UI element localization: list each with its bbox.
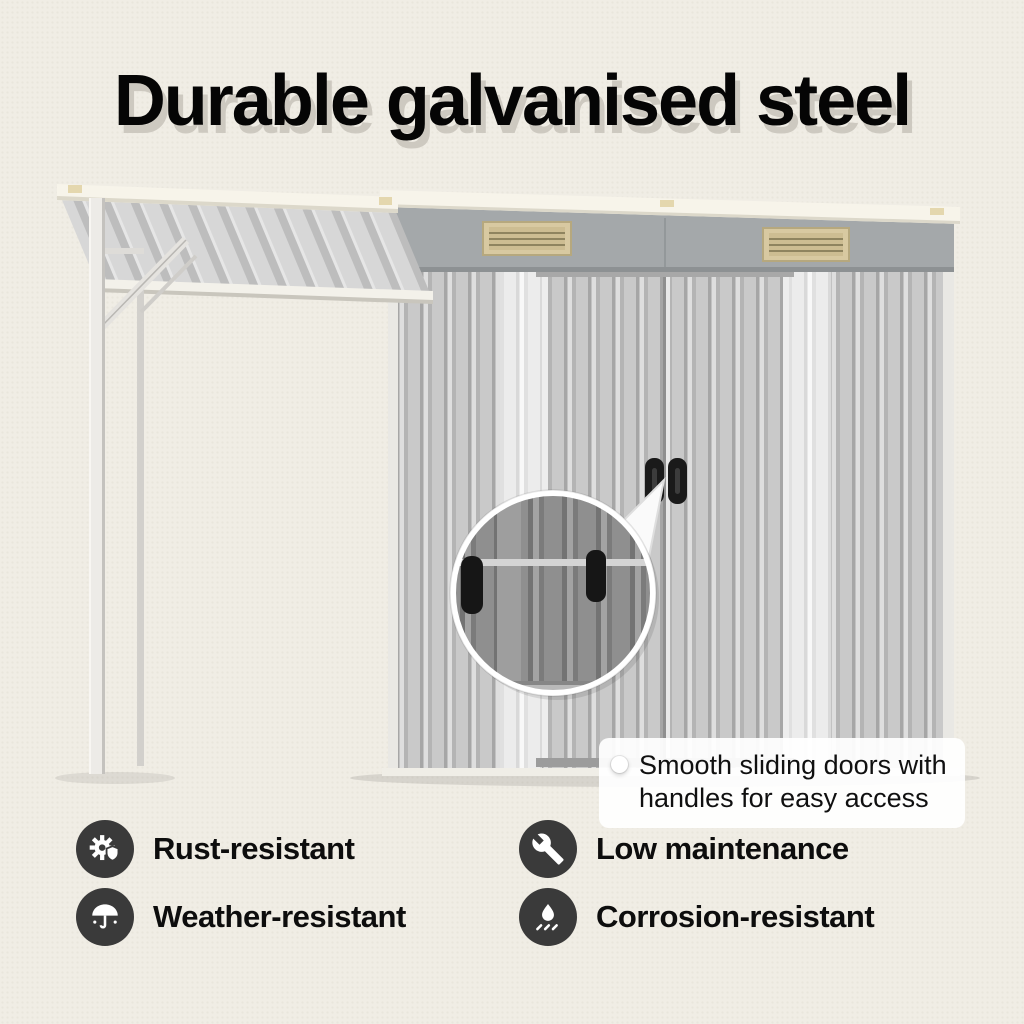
canopy-front-fascia	[57, 184, 398, 213]
feature-label-corrosion-resistant: Corrosion-resistant	[596, 899, 875, 934]
door-top-track	[536, 268, 794, 277]
feature-corrosion-resistant: Corrosion-resistant	[519, 888, 875, 946]
wrench-icon	[519, 820, 577, 878]
shed-scene-graphic	[55, 184, 980, 787]
page-title: Durable galvanised steel	[113, 61, 912, 141]
feature-rust-resistant: Rust-resistant	[76, 820, 355, 878]
feature-weather-resistant: Weather-resistant	[76, 888, 406, 946]
corrosion-droplet-icon	[519, 888, 577, 946]
canopy-rear-post	[137, 288, 144, 766]
feature-low-maintenance: Low maintenance	[519, 820, 849, 878]
callout-line1: Smooth sliding doors with	[639, 750, 947, 780]
umbrella-rain-icon	[76, 888, 134, 946]
feature-label-low-maintenance: Low maintenance	[596, 831, 849, 866]
shed-roof-edge	[380, 190, 960, 224]
canopy	[57, 184, 433, 774]
canopy-front-post	[89, 198, 105, 774]
callout-line2: handles for easy access	[639, 783, 929, 813]
callout-dot	[611, 756, 628, 773]
feature-list: Rust-resistant Low maintenance	[0, 810, 1024, 980]
magnifier-callout	[449, 476, 666, 700]
gear-shield-icon	[76, 820, 134, 878]
shed-corner-trim	[943, 220, 954, 772]
air-vent-left	[482, 221, 572, 256]
callout: Smooth sliding doors with handles for ea…	[599, 738, 965, 828]
canopy-tie-beam	[92, 248, 144, 254]
feature-label-rust-resistant: Rust-resistant	[153, 831, 355, 866]
shed-illustration: Smooth sliding doors with handles for ea…	[0, 160, 1024, 828]
feature-label-weather-resistant: Weather-resistant	[153, 899, 406, 934]
air-vent-right	[762, 227, 850, 262]
magnifier-ring	[450, 490, 656, 696]
post-ground-shadow	[55, 772, 175, 784]
shed-body	[380, 190, 960, 776]
canopy-rear-beam	[95, 279, 433, 304]
canopy-brace	[96, 236, 198, 332]
magnifier-content	[453, 493, 653, 693]
callout-text: Smooth sliding doors with handles for ea…	[639, 749, 947, 815]
